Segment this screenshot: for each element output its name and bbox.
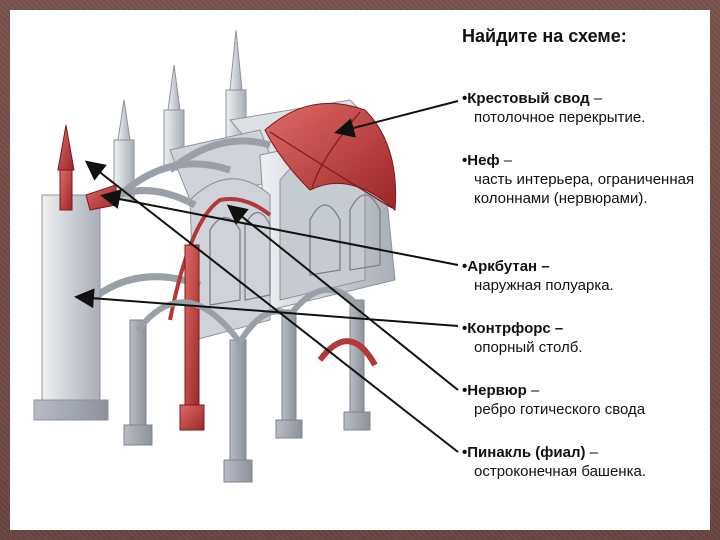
term-flying-buttress: •Аркбутан – наружная полуарка. [462, 258, 712, 295]
term-nave: •Неф – часть интерьера, ограниченная кол… [462, 152, 712, 208]
term-cross-vault: •Крестовый свод – потолочное перекрытие. [462, 90, 712, 127]
term-description: остроконечная башенка. [462, 462, 712, 481]
term-dash: – [500, 152, 513, 169]
term-pinnacle: •Пинакль (фиал) – остроконечная башенка. [462, 444, 712, 481]
term-name: Пинакль (фиал) [467, 444, 585, 461]
term-buttress: •Контрфорс – опорный столб. [462, 320, 712, 357]
term-name: Аркбутан – [467, 258, 549, 275]
term-description: ребро готического свода [462, 400, 712, 419]
red-arch [320, 341, 375, 365]
term-dash: – [527, 382, 540, 399]
watermark: MyShared [546, 480, 670, 506]
term-rib: •Нервюр – ребро готического свода [462, 382, 712, 419]
term-dash: – [586, 444, 599, 461]
slide-title: Найдите на схеме: [462, 26, 627, 47]
term-description: опорный столб. [462, 338, 712, 357]
left-buttress [34, 125, 116, 420]
term-name: Неф [467, 152, 499, 169]
myshared-logo-icon [546, 484, 564, 502]
term-description: наружная полуарка. [462, 276, 712, 295]
term-name: Контрфорс – [467, 320, 563, 337]
cathedral-illustration [20, 20, 450, 510]
term-description: часть интерьера, ограниченная колоннами … [462, 170, 704, 208]
term-name: Нервюр [467, 382, 527, 399]
term-description: потолочное перекрытие. [462, 108, 712, 127]
term-name: Крестовый свод [467, 90, 589, 107]
watermark-text: MyShared [570, 480, 670, 506]
term-dash: – [590, 90, 603, 107]
